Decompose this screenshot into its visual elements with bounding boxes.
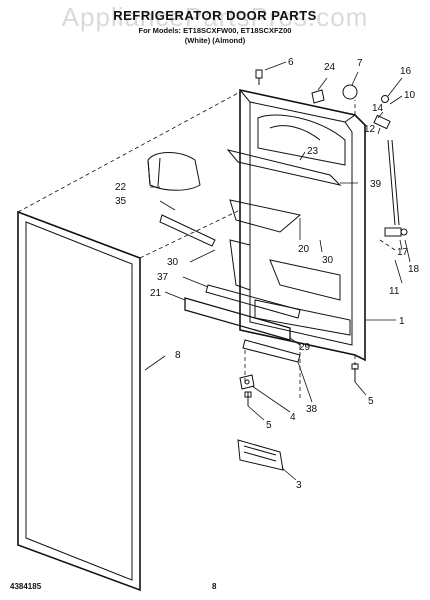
callout-8: 8 [175,350,181,361]
shelf-bar-37 [205,284,301,319]
shelf-bar-35 [159,214,216,247]
screw-5-lower [244,391,252,406]
callout-38: 38 [306,404,318,415]
callout-24: 24 [324,62,336,73]
subtitle-models: For Models: ET18SCXFW00, ET18SCXFZ00 [138,26,292,35]
subtitle-colors: (White) (Almond) [184,36,246,45]
door-assembly [226,89,366,362]
callout-20: 20 [298,244,310,255]
callout-3: 3 [296,480,302,491]
callout-30-left: 30 [167,257,179,268]
callout-23: 23 [307,146,319,157]
callout-7: 7 [357,58,363,69]
callout-17: 17 [397,247,409,258]
callout-22: 22 [115,182,127,193]
footer-page-number: 8 [212,582,217,591]
screw-5-right [351,363,359,382]
page-title: REFRIGERATOR DOOR PARTS [113,8,317,23]
callout-21: 21 [150,288,162,299]
callout-12: 12 [364,124,376,135]
callout-1: 1 [399,316,405,327]
callout-labels: 6 24 7 16 10 14 12 23 22 39 35 20 30 30 … [115,57,420,491]
callout-37: 37 [157,272,169,283]
callout-10: 10 [404,90,416,101]
door-bottom-bar-38 [242,339,301,363]
door-gasket [17,210,141,592]
screw-6 [255,69,263,85]
callout-6: 6 [288,57,294,68]
callout-29: 29 [299,342,311,353]
callout-11: 11 [389,286,400,297]
clip-24 [311,89,325,104]
hinge-assembly [342,84,408,237]
footer-part-number: 4384185 [10,582,42,591]
callout-35: 35 [115,196,127,207]
callout-5-lower: 5 [266,420,272,431]
leader-lines [144,61,411,481]
callout-16: 16 [400,66,412,77]
bracket-4 [239,374,255,390]
shelf-bar-21 [184,297,291,341]
handle-cap-3 [237,439,284,471]
callout-39: 39 [370,179,382,190]
callout-30-right: 30 [322,255,334,266]
dairy-door [147,152,201,191]
callout-14: 14 [372,103,384,114]
callout-18: 18 [408,264,420,275]
watermark: AppliancePartsPros.com [61,2,369,32]
alignment-lines [17,91,396,400]
callout-4: 4 [290,412,296,423]
callout-5-right: 5 [368,396,374,407]
